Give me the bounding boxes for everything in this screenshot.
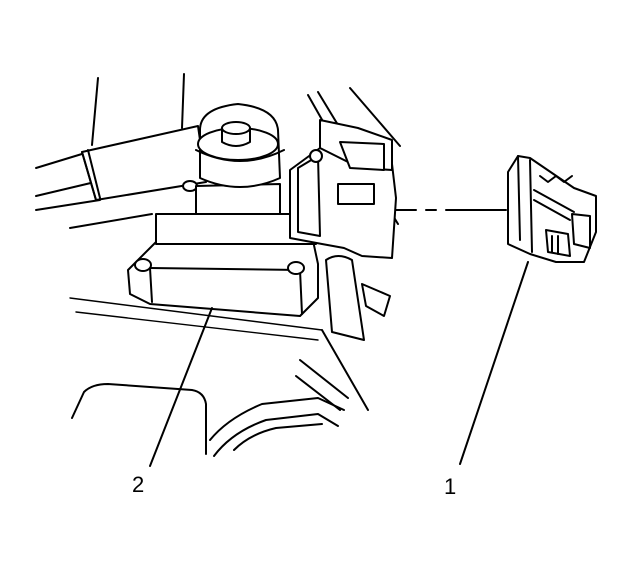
lower-housing (71, 329, 369, 457)
callout-2-label: 2 (132, 472, 145, 497)
sensor-column (155, 103, 317, 245)
leader-line-connector (459, 261, 529, 465)
mounting-arm (81, 125, 207, 201)
leader-line-sensor (149, 307, 213, 467)
sensor-base (127, 180, 319, 317)
sensor-connector-housing (289, 119, 397, 259)
callout-1-label: 1 (444, 474, 457, 499)
harness-connector (507, 155, 597, 263)
harness (325, 255, 391, 341)
leader-lines (149, 261, 529, 467)
